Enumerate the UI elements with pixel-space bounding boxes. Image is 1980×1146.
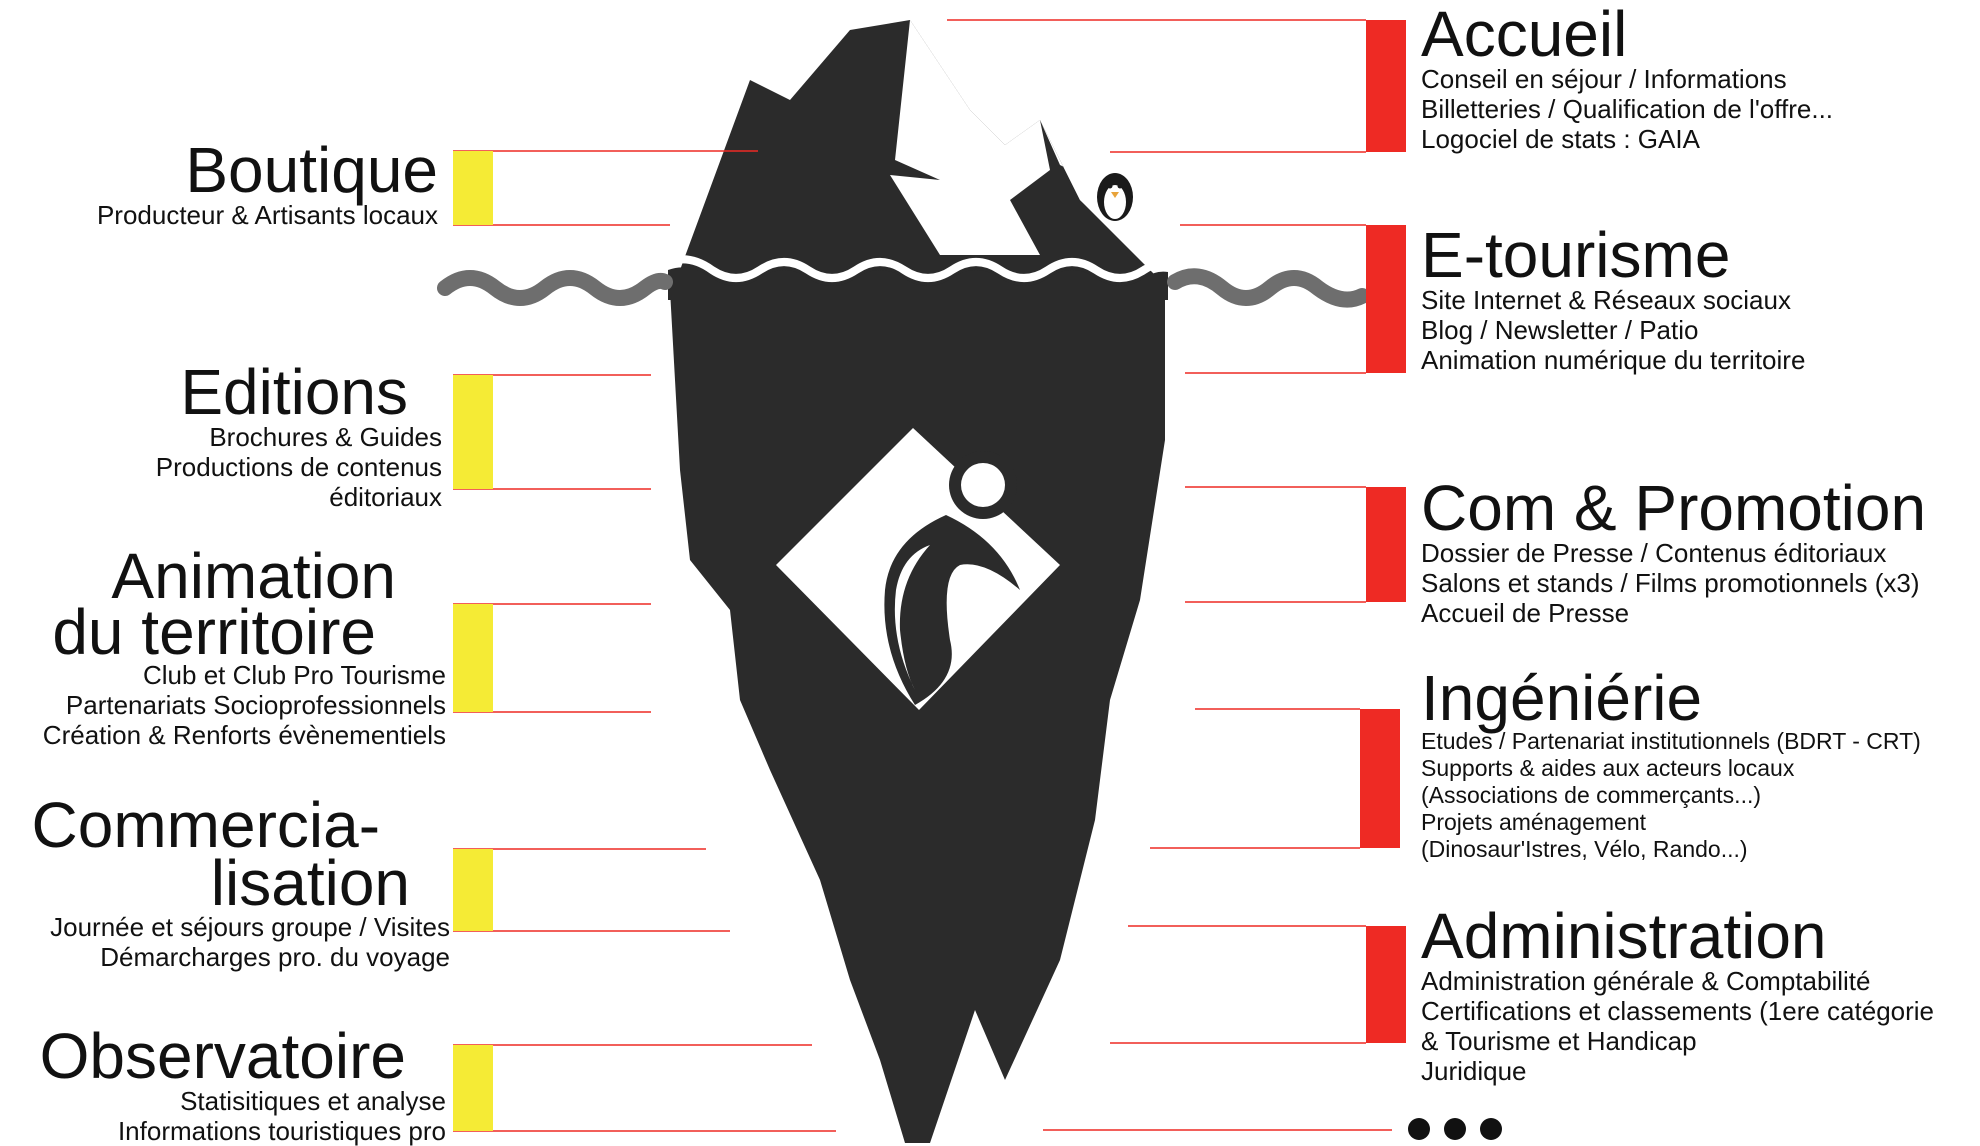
section-line: Salons et stands / Films promotionnels (… — [1421, 568, 1920, 598]
bar-editions — [453, 375, 493, 489]
section-com-promotion: Com & Promotion Dossier de Presse / Cont… — [1421, 472, 1927, 628]
dot — [1408, 1118, 1430, 1140]
section-administration: Administration Administration générale &… — [1421, 900, 1935, 1086]
section-line: Supports & aides aux acteurs locaux — [1421, 755, 1795, 781]
ellipsis-icon — [1408, 1118, 1502, 1140]
section-title: Administration — [1421, 900, 1827, 972]
section-line: Dossier de Presse / Contenus éditoriaux — [1421, 538, 1887, 568]
dot — [1444, 1118, 1466, 1140]
snow-cap — [890, 20, 1050, 255]
iceberg-underwater — [670, 290, 1165, 1143]
section-line: Projets aménagement — [1421, 809, 1647, 835]
section-line: & Tourisme et Handicap — [1421, 1026, 1697, 1056]
section-ingenierie: Ingéniérie Etudes / Partenariat institut… — [1421, 662, 1921, 863]
section-title: E-tourisme — [1421, 219, 1731, 291]
section-line: Brochures & Guides — [209, 422, 442, 452]
section-line: Juridique — [1421, 1056, 1527, 1086]
section-title: lisation — [210, 847, 410, 919]
bar-boutique — [453, 151, 493, 225]
section-title: Observatoire — [39, 1020, 406, 1092]
section-line: (Dinosaur'Istres, Vélo, Rando...) — [1421, 836, 1748, 862]
section-commercialisation: Commercia- lisation Journée et séjours g… — [31, 789, 450, 972]
section-boutique: Boutique Producteur & Artisants locaux — [96, 134, 438, 230]
section-line: (Associations de commerçants...) — [1421, 782, 1762, 808]
section-accueil: Accueil Conseil en séjour / Informations… — [1421, 0, 1834, 154]
section-editions: Editions Brochures & Guides Productions … — [155, 356, 442, 512]
section-etourisme: E-tourisme Site Internet & Réseaux socia… — [1421, 219, 1806, 375]
section-title: Animation — [111, 540, 396, 612]
section-line: Journée et séjours groupe / Visites — [50, 912, 450, 942]
section-line: Informations touristiques pro — [117, 1116, 446, 1146]
section-title: Com & Promotion — [1421, 472, 1927, 544]
bar-accueil — [1366, 20, 1406, 152]
section-line: Certifications et classements (1ere caté… — [1421, 996, 1935, 1026]
section-line: Démarcharges pro. du voyage — [100, 942, 450, 972]
section-line: éditoriaux — [329, 482, 442, 512]
section-line: Création & Renforts évènementiels — [42, 720, 446, 750]
penguin-icon — [1097, 173, 1133, 221]
section-line: Billetteries / Qualification de l'offre.… — [1421, 94, 1834, 124]
bar-etourisme — [1366, 225, 1406, 373]
water-line — [666, 255, 1169, 282]
section-animation: Animation du territoire Club et Club Pro… — [42, 540, 446, 750]
section-line: Partenariats Socioprofessionnels — [65, 690, 446, 720]
section-line: Etudes / Partenariat institutionnels (BD… — [1421, 728, 1921, 754]
right-connectors — [947, 19, 1406, 1131]
logo-icon — [776, 428, 1060, 710]
dot — [1480, 1118, 1502, 1140]
left-connectors — [453, 150, 836, 1132]
section-line: Site Internet & Réseaux sociaux — [1421, 285, 1791, 315]
bar-com-promotion — [1366, 487, 1406, 602]
bar-animation — [453, 604, 493, 712]
section-line: Animation numérique du territoire — [1421, 345, 1806, 375]
section-line: Accueil de Presse — [1421, 598, 1630, 628]
bar-commercialisation — [453, 849, 493, 931]
water-surface — [668, 267, 1168, 300]
bar-administration — [1366, 926, 1406, 1043]
section-title: Commercia- — [31, 789, 380, 861]
wave-right — [1167, 268, 1370, 308]
section-line: Statisitiques et analyse — [180, 1086, 446, 1116]
section-line: Conseil en séjour / Informations — [1421, 64, 1787, 94]
section-line: Administration générale & Comptabilité — [1421, 966, 1871, 996]
section-title: du territoire — [52, 596, 376, 668]
section-line: Blog / Newsletter / Patio — [1421, 315, 1699, 345]
bar-observatoire — [453, 1045, 493, 1131]
wave-left — [437, 270, 673, 306]
section-title: Accueil — [1421, 0, 1628, 70]
section-line: Club et Club Pro Tourisme — [143, 660, 446, 690]
section-observatoire: Observatoire Statisitiques et analyse In… — [39, 1020, 446, 1146]
section-title: Boutique — [185, 134, 438, 206]
bar-ingenierie — [1360, 709, 1400, 848]
section-title: Ingéniérie — [1421, 662, 1703, 734]
section-line: Logociel de stats : GAIA — [1421, 124, 1700, 154]
section-title: Editions — [180, 356, 408, 428]
section-line: Producteur & Artisants locaux — [96, 200, 438, 230]
section-line: Productions de contenus — [155, 452, 442, 482]
